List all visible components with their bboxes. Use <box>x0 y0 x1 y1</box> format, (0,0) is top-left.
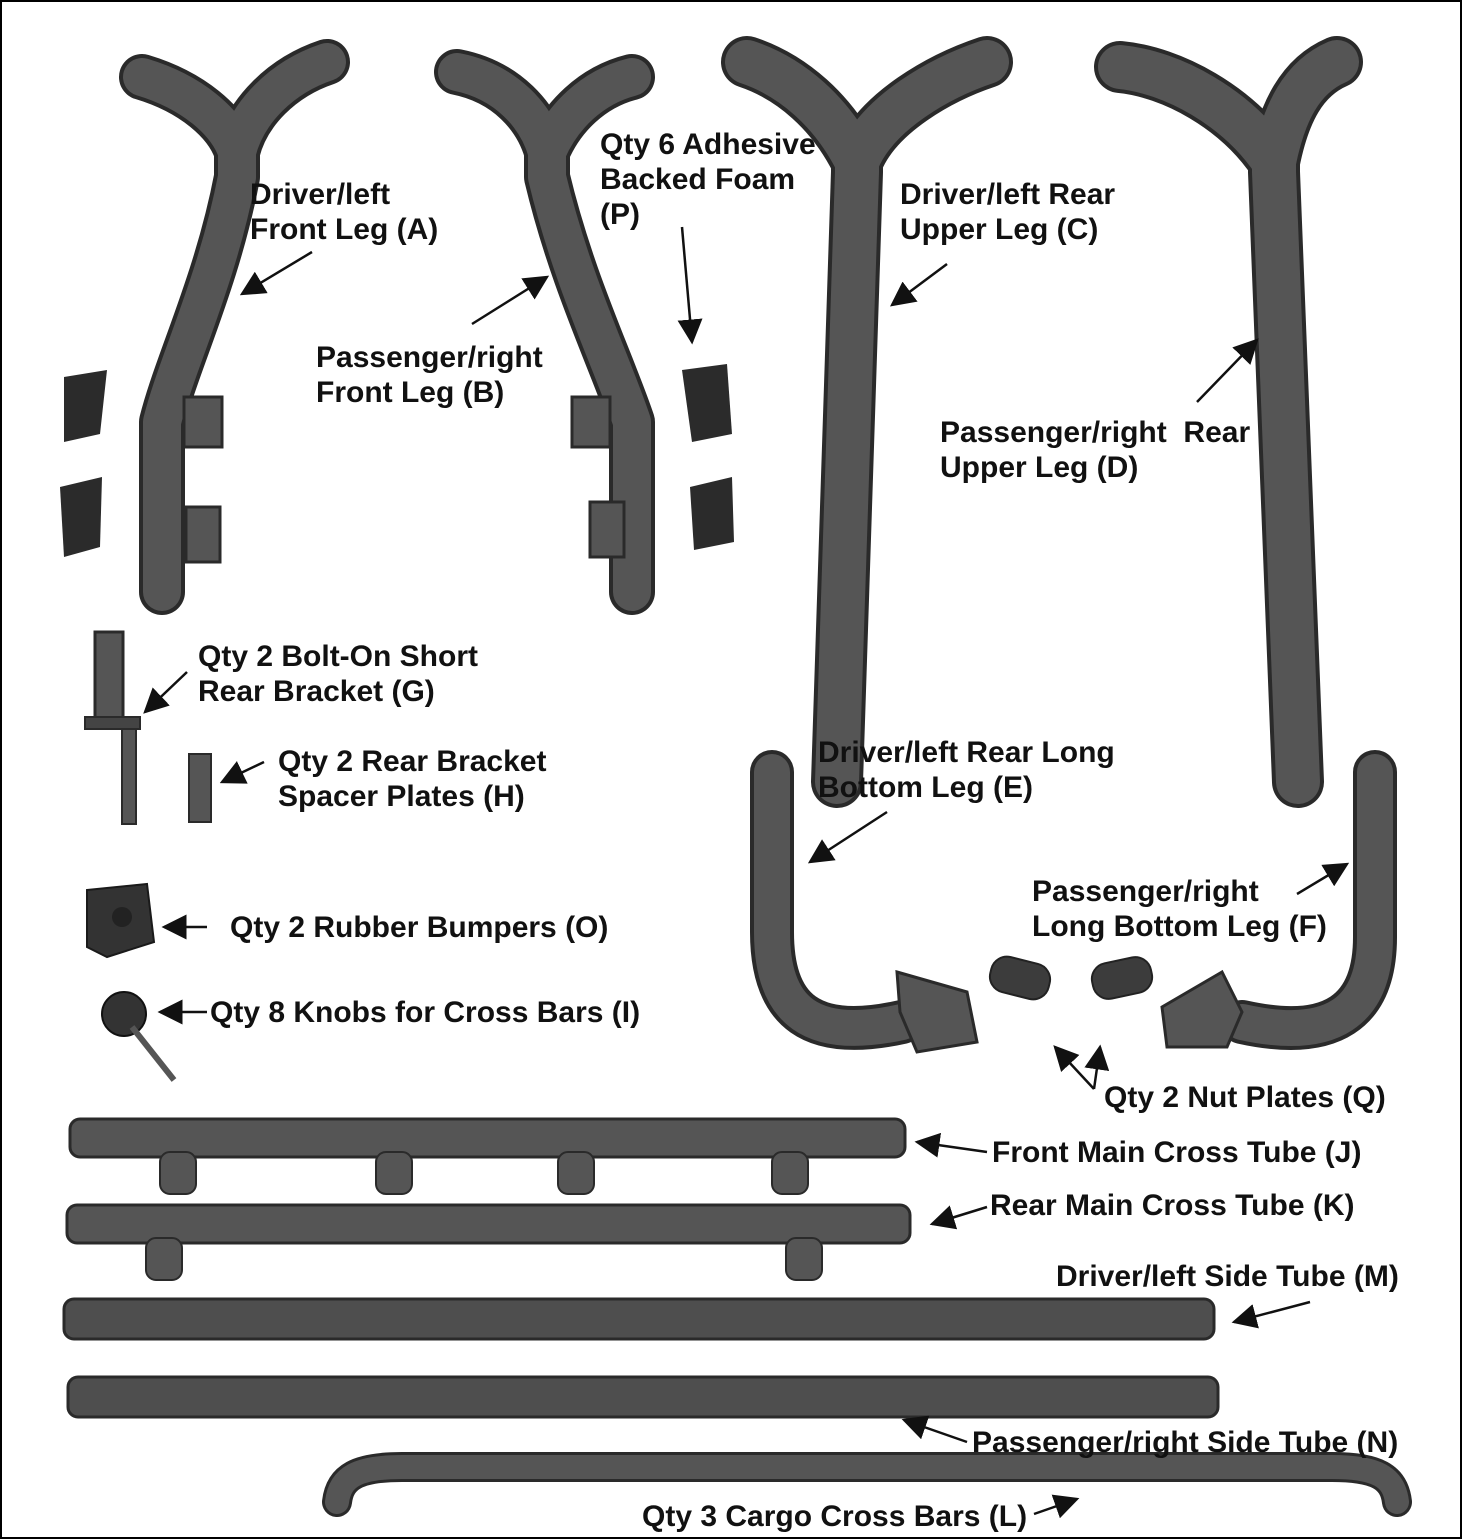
label-side-tube-m: Driver/left Side Tube (M) <box>1056 1260 1399 1293</box>
front-leg-a <box>119 39 350 615</box>
rear-bottom-leg-e <box>750 750 979 1054</box>
label-nut-plates-q: Qty 2 Nut Plates (Q) <box>1104 1081 1386 1114</box>
label-knobs-i: Qty 8 Knobs for Cross Bars (I) <box>210 996 641 1029</box>
rear-upper-leg-c <box>721 36 1013 808</box>
rubber-bumper-o <box>86 882 156 959</box>
cargo-cross-bar-l <box>322 1452 1412 1517</box>
label-front-cross-tube-j: Front Main Cross Tube (J) <box>992 1136 1362 1169</box>
side-tube-m <box>62 1297 1216 1341</box>
spacer-plate-h <box>188 753 212 823</box>
nut-plates-q <box>988 955 1154 1001</box>
rear-upper-leg-d <box>1094 36 1363 808</box>
label-cargo-cross-bars-l: Qty 3 Cargo Cross Bars (L) <box>642 1500 1028 1533</box>
label-rubber-bumpers-o: Qty 2 Rubber Bumpers (O) <box>230 911 609 944</box>
knob-i <box>101 991 177 1082</box>
rear-main-cross-tube-k <box>65 1203 912 1281</box>
foam-pads-right <box>682 364 734 550</box>
bolt-on-bracket-g <box>84 630 141 825</box>
label-rear-cross-tube-k: Rear Main Cross Tube (K) <box>990 1189 1355 1222</box>
foam-pads-left <box>60 370 107 557</box>
rear-bottom-leg-f <box>1160 750 1397 1051</box>
side-tube-n <box>66 1375 1220 1419</box>
front-leg-b <box>434 49 655 615</box>
front-main-cross-tube-j <box>68 1117 907 1195</box>
label-side-tube-n: Passenger/right Side Tube (N) <box>972 1426 1399 1459</box>
leader-arrows <box>143 226 1350 1519</box>
